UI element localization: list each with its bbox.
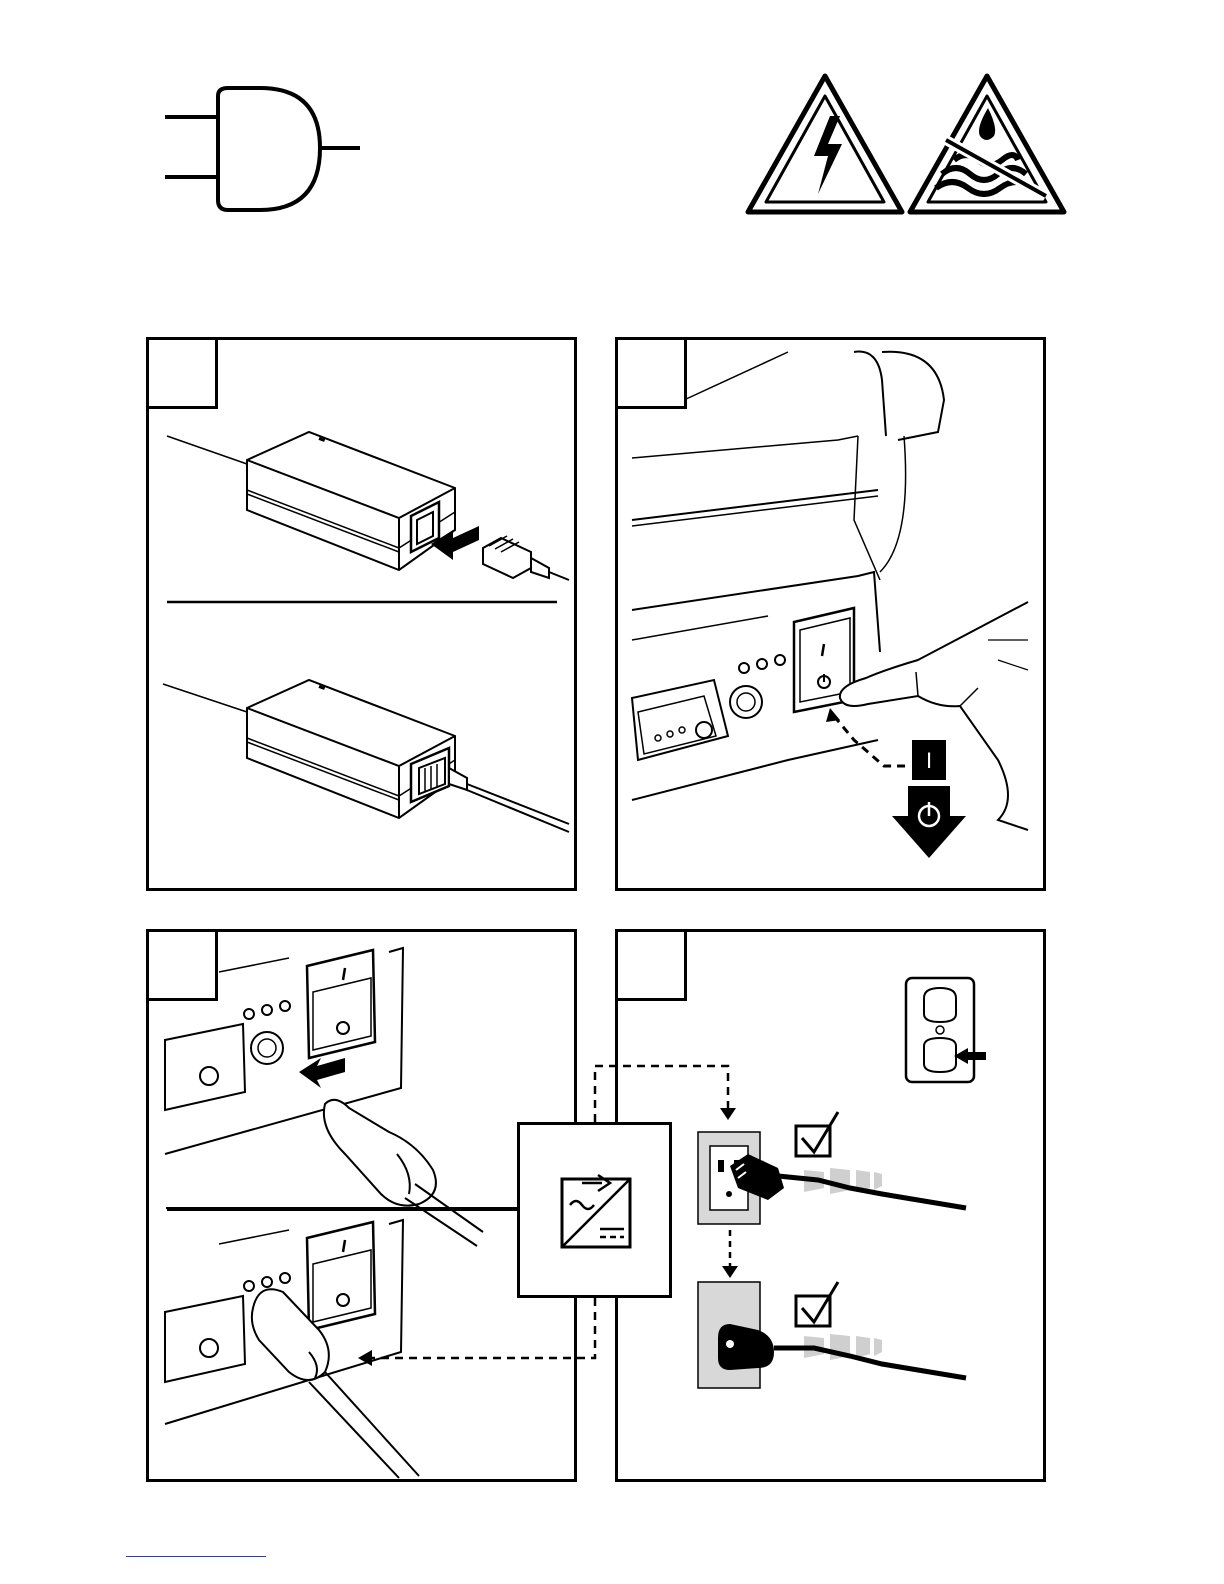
ac-dc-adapter-symbol-icon — [517, 1122, 672, 1298]
switch-on-label: I — [926, 748, 932, 773]
electric-shock-warning-icon — [744, 72, 906, 218]
step-number-box — [146, 929, 218, 1001]
panel-plug-wall — [615, 929, 1046, 1482]
wall-outlet-icon — [618, 932, 1043, 1479]
step-number-box — [615, 337, 687, 409]
footer-rule — [126, 1556, 266, 1557]
step-number-box — [615, 929, 687, 1001]
no-liquids-warning-icon — [906, 72, 1068, 218]
dc-jack-icon — [149, 932, 574, 1479]
step-number-box — [146, 337, 218, 409]
power-plug-symbol-icon — [160, 80, 370, 220]
power-adapter-icon — [149, 340, 574, 888]
printer-rear-view: I — [618, 340, 1043, 888]
panel-plug-printer — [146, 929, 577, 1482]
panel-connect-adapter — [146, 337, 577, 891]
panel-power-switch: I — [615, 337, 1046, 891]
